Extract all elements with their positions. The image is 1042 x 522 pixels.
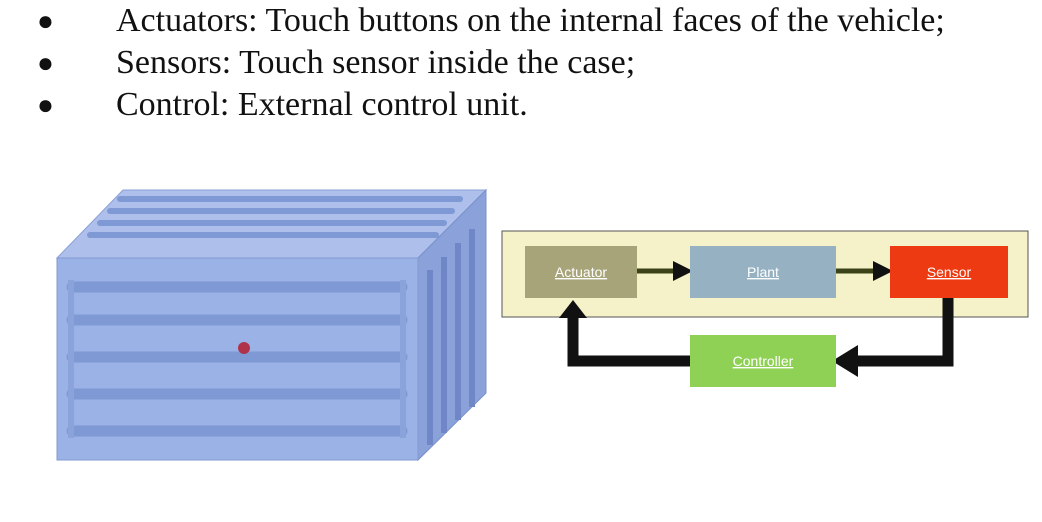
bullet-text: Actuators: Touch buttons on the internal…	[116, 2, 945, 39]
control-loop-diagram: Actuator Plant Sensor Controller	[501, 230, 1029, 387]
controller-to-actuator-arrowhead	[559, 300, 587, 318]
actuator-label: Actuator	[555, 264, 607, 280]
sensor-to-controller-arrowhead	[832, 345, 858, 377]
bullet-item-actuators: ● Actuators: Touch buttons on the intern…	[0, 2, 1042, 44]
sensor-to-controller-arrow	[850, 298, 954, 367]
bullet-marker: ●	[37, 6, 54, 37]
bullet-text: Sensors: Touch sensor inside the case;	[116, 44, 636, 81]
case-side-bars	[427, 229, 475, 445]
bullet-item-control: ● Control: External control unit.	[0, 86, 1042, 128]
vehicle-case-illustration	[55, 188, 488, 462]
touch-button-dot	[238, 342, 250, 354]
controller-to-actuator-arrow	[567, 316, 690, 367]
case-front-bars	[66, 281, 408, 437]
controller-label: Controller	[733, 353, 794, 369]
bullet-text: Control: External control unit.	[116, 86, 528, 123]
actuator-block	[525, 246, 637, 298]
case-top-slats	[87, 196, 463, 238]
bullet-item-sensors: ● Sensors: Touch sensor inside the case;	[0, 44, 1042, 86]
plant-block	[690, 246, 836, 298]
plant-label: Plant	[747, 264, 779, 280]
bullet-list: ● Actuators: Touch buttons on the intern…	[0, 0, 1042, 128]
case-front-rails	[68, 280, 406, 438]
bullet-marker: ●	[37, 48, 54, 79]
sensor-block	[890, 246, 1008, 298]
controller-block	[690, 335, 836, 387]
bullet-marker: ●	[37, 90, 54, 121]
sensor-label: Sensor	[927, 264, 972, 280]
